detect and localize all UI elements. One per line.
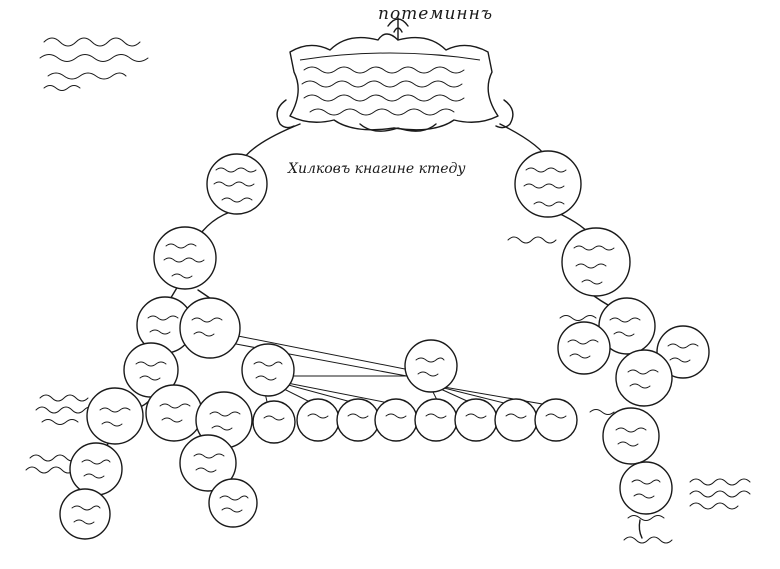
cartouche-ornament [276, 17, 514, 132]
tree-nodes [59, 150, 710, 540]
node-scribbles [71, 167, 699, 525]
handwritten-note-right-2 [623, 478, 751, 544]
handwritten-note-left-1 [35, 394, 97, 425]
tree-title: Хилковъ кнагине ктеду [288, 161, 466, 177]
handwritten-note-right-1 [507, 236, 615, 415]
handwritten-note-left-2 [25, 454, 79, 474]
document-heading: потеминнъ [378, 4, 494, 24]
handwritten-note-top-left [39, 37, 149, 91]
